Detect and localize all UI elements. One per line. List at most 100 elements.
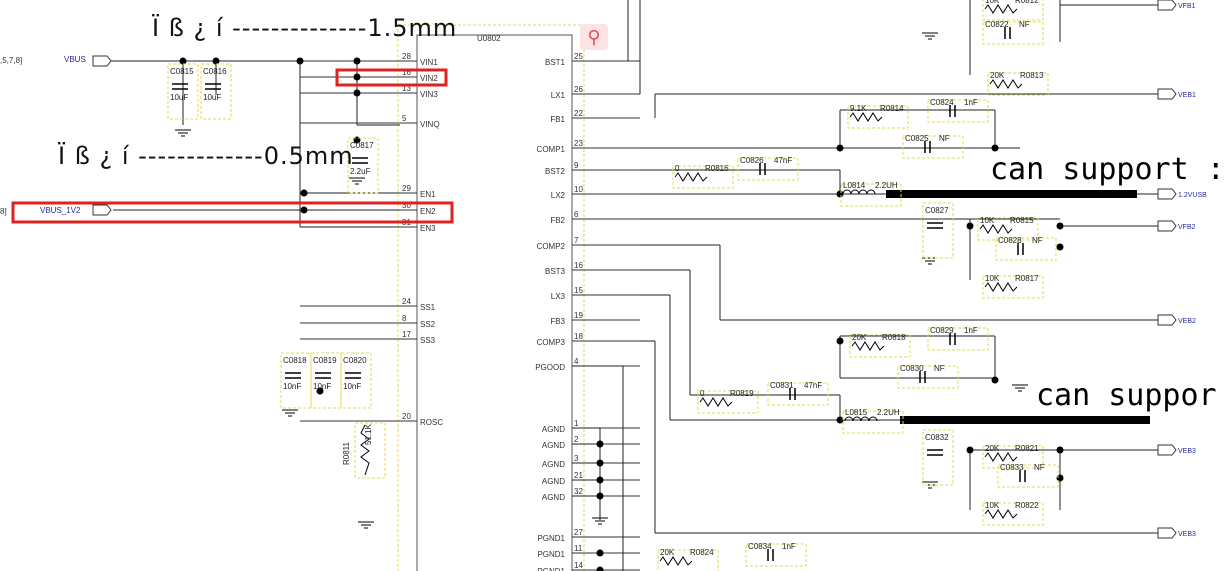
svg-text:10nF: 10nF: [313, 382, 331, 391]
component-c0832[interactable]: C0832: [922, 429, 954, 486]
junction-dot: [596, 476, 604, 484]
ground-icon: [592, 517, 608, 525]
net-flag[interactable]: VEB3: [1157, 527, 1196, 539]
net-flag[interactable]: [92, 204, 112, 216]
svg-text:9.1K: 9.1K: [850, 104, 867, 113]
right-pin-number: 25: [574, 52, 583, 61]
net-flag[interactable]: 1.2VUSB: [1157, 188, 1207, 200]
junction-dot: [991, 376, 999, 384]
en2-ref: 8]: [0, 207, 7, 216]
vbus-net-label[interactable]: VBUS: [64, 55, 86, 64]
svg-text:C0826: C0826: [740, 156, 764, 165]
en2-highlight: [11, 201, 454, 224]
net-flag[interactable]: VEB1: [1157, 88, 1196, 100]
support-note-2: can suppor: [1036, 378, 1217, 413]
left-pins: 28VIN116VIN213VIN35VINQ29EN130EN231EN324…: [300, 52, 443, 427]
right-pin-name: FB1: [550, 115, 565, 124]
svg-text:R0819: R0819: [730, 389, 754, 398]
left-pin-number: 29: [402, 184, 411, 193]
svg-text:10uF: 10uF: [170, 93, 188, 102]
svg-text:R0811: R0811: [342, 441, 351, 465]
svg-text:NF: NF: [934, 364, 945, 373]
search-icon[interactable]: ⚲: [580, 24, 608, 50]
svg-text:VFB1: VFB1: [1178, 3, 1196, 10]
svg-text:NF: NF: [1034, 463, 1045, 472]
junction-dot: [1056, 243, 1064, 251]
net-flag[interactable]: VEB2: [1157, 314, 1196, 326]
svg-text:1nF: 1nF: [964, 326, 978, 335]
right-pin-name: AGND: [542, 477, 565, 486]
component-c0827[interactable]: C0827: [922, 202, 954, 259]
annotation-0-5mm: Ï ß ¿ í -------------0.5mm: [58, 142, 354, 170]
net-flag[interactable]: VFB2: [1157, 220, 1196, 232]
left-pin-number: 5: [402, 114, 407, 123]
right-pin-number: 18: [574, 332, 583, 341]
chip-body: [416, 34, 573, 571]
en2-net-label[interactable]: VBUS_1V2: [40, 206, 81, 215]
right-pin-name: PGND1: [537, 534, 565, 543]
net-flag[interactable]: VFB1: [1157, 0, 1196, 11]
net-flag[interactable]: VEB3: [1157, 444, 1196, 456]
junction-dot: [596, 566, 604, 571]
left-pin-name: VIN2: [420, 74, 438, 83]
right-pin-number: 6: [574, 210, 579, 219]
junction-dot: [966, 446, 974, 454]
svg-text:R0821: R0821: [1015, 444, 1039, 453]
svg-text:VEB3: VEB3: [1178, 448, 1196, 455]
right-pin-name: AGND: [542, 493, 565, 502]
svg-text:R0817: R0817: [1015, 274, 1039, 283]
svg-text:1nF: 1nF: [964, 98, 978, 107]
ground-icon: [1012, 384, 1028, 392]
junction-dot: [353, 57, 361, 65]
right-pin-name: FB3: [550, 317, 565, 326]
right-pin-number: 11: [574, 544, 583, 553]
vin2-highlight: [335, 68, 448, 87]
junction-dot: [353, 89, 361, 97]
junction-dot: [300, 206, 308, 214]
svg-text:10nF: 10nF: [283, 382, 301, 391]
right-pins: 25BST126LX122FB123COMP19BST210LX26FB27CO…: [535, 52, 640, 571]
svg-text:C0831: C0831: [770, 381, 794, 390]
svg-text:C0820: C0820: [343, 356, 367, 365]
junction-dot: [836, 337, 844, 345]
left-pin-name: EN3: [420, 224, 436, 233]
net-flag[interactable]: [92, 55, 112, 67]
right-pin-name: COMP1: [537, 145, 566, 154]
svg-text:C0816: C0816: [203, 67, 227, 76]
left-pin-number: 17: [402, 330, 411, 339]
svg-text:2.2UH: 2.2UH: [877, 408, 900, 417]
left-pin-name: SS2: [420, 320, 436, 329]
right-pin-number: 4: [574, 357, 579, 366]
